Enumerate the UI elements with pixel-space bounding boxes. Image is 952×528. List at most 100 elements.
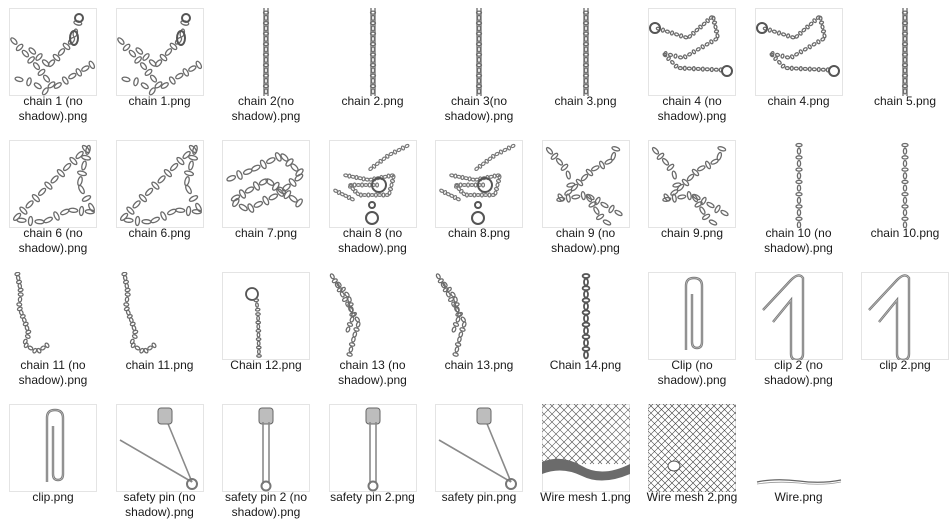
paperclip-icon [9,404,97,492]
file-name-label: chain 1 (no shadow).png [18,94,88,123]
safety-pin-icon [435,404,523,492]
file-item[interactable]: Wire mesh 2.png [639,398,745,526]
file-item[interactable]: chain 3.png [533,2,639,130]
file-name-label: chain 8 (no shadow).png [338,226,407,255]
safety-pin-icon [328,404,417,492]
file-item[interactable]: Chain 14.png [533,266,639,394]
file-name-label: chain 8.png [447,226,511,240]
file-item[interactable]: Chain 12.png [213,266,319,394]
chain-icon [755,140,843,228]
file-name-label: Chain 12.png [230,358,302,372]
file-item[interactable]: chain 2.png [320,2,426,130]
file-item[interactable]: safety pin.png [426,398,532,526]
file-name-label: chain 2(no shadow).png [231,94,301,123]
file-name-label: safety pin.png [441,490,517,504]
chain-icon [435,8,523,96]
file-item[interactable]: chain 6 (no shadow).png [0,134,106,262]
paperclip-icon [754,272,843,360]
file-name-label: Wire.png [774,490,823,504]
file-item[interactable]: chain 11.png [107,266,213,394]
wire-mesh-icon [541,404,630,492]
chain-icon [329,8,417,96]
file-name-label: chain 9 (no shadow).png [551,226,620,255]
file-name-label: chain 4 (no shadow).png [657,94,727,123]
chain-icon [541,140,630,228]
chain-icon [329,272,417,360]
file-name-label: chain 9.png [660,226,724,240]
file-name-label: chain 11.png [125,358,194,372]
safety-pin-icon [115,404,204,492]
file-item[interactable]: chain 10 (no shadow).png [746,134,852,262]
file-item[interactable]: chain 6.png [107,134,213,262]
file-item[interactable]: chain 7.png [213,134,319,262]
file-name-label: safety pin 2.png [330,490,415,504]
file-name-label: chain 5.png [873,94,937,108]
paperclip-icon [861,272,949,360]
file-item[interactable]: chain 5.png [852,2,952,130]
file-item[interactable]: safety pin 2.png [320,398,426,526]
file-name-label: Wire mesh 1.png [540,490,631,504]
chain-icon [542,8,630,96]
safety-pin-icon [222,404,310,492]
file-name-label: Chain 14.png [549,358,622,372]
file-item[interactable]: Wire.png [746,398,852,526]
chain-icon [9,272,97,360]
file-item[interactable]: chain 4.png [746,2,852,130]
file-item[interactable]: chain 11 (no shadow).png [0,266,106,394]
file-item[interactable]: chain 9.png [639,134,745,262]
file-item[interactable]: chain 9 (no shadow).png [533,134,639,262]
chain-icon [435,140,523,228]
file-item[interactable]: chain 10.png [852,134,952,262]
file-name-label: safety pin 2 (no shadow).png [224,490,308,519]
file-item[interactable]: safety pin (no shadow).png [107,398,213,526]
file-name-label: Wire mesh 2.png [646,490,738,504]
file-item[interactable]: chain 13.png [426,266,532,394]
chain-icon [861,8,949,96]
file-item[interactable]: chain 1 (no shadow).png [0,2,106,130]
chain-icon [754,8,843,96]
chain-icon [328,140,417,228]
chain-icon [648,140,736,228]
file-item[interactable]: clip 2 (no shadow).png [746,266,852,394]
file-name-label: chain 2.png [341,94,404,108]
file-name-label: clip 2 (no shadow).png [764,358,833,387]
wire-icon [755,404,843,492]
paperclip-icon [648,272,736,360]
file-name-label: chain 10 (no shadow).png [764,226,833,255]
chain-icon [222,140,310,228]
file-item[interactable]: chain 8.png [426,134,532,262]
file-name-label: safety pin (no shadow).png [123,490,196,519]
chain-icon [542,272,630,360]
chain-icon [435,272,523,360]
file-name-label: clip 2.png [879,358,931,372]
file-item[interactable]: chain 4 (no shadow).png [639,2,745,130]
file-name-label: chain 13.png [444,358,514,372]
file-name-label: chain 6 (no shadow).png [18,226,88,255]
file-name-label: Clip (no shadow).png [657,358,727,387]
file-item[interactable]: chain 2(no shadow).png [213,2,319,130]
file-item[interactable]: safety pin 2 (no shadow).png [213,398,319,526]
chain-icon [9,8,97,96]
file-item[interactable]: clip 2.png [852,266,952,394]
wire-mesh-icon [648,404,736,492]
file-name-label: chain 3.png [554,94,617,108]
chain-icon [116,272,204,360]
file-item[interactable]: chain 3(no shadow).png [426,2,532,130]
file-item[interactable]: Clip (no shadow).png [639,266,745,394]
chain-icon [861,140,949,228]
file-name-label: clip.png [32,490,74,504]
file-item[interactable]: chain 8 (no shadow).png [320,134,426,262]
file-item[interactable]: Wire mesh 1.png [533,398,639,526]
file-name-label: chain 13 (no shadow).png [338,358,407,387]
file-name-label: chain 10.png [870,226,940,240]
file-name-label: chain 6.png [128,226,191,240]
file-item[interactable]: clip.png [0,398,106,526]
file-name-label: chain 1.png [128,94,191,108]
chain-icon [648,8,736,96]
file-name-label: chain 4.png [767,94,830,108]
file-item[interactable]: chain 13 (no shadow).png [320,266,426,394]
file-name-label: chain 11 (no shadow).png [18,358,88,387]
file-item[interactable]: chain 1.png [107,2,213,130]
file-name-label: chain 7.png [234,226,298,240]
